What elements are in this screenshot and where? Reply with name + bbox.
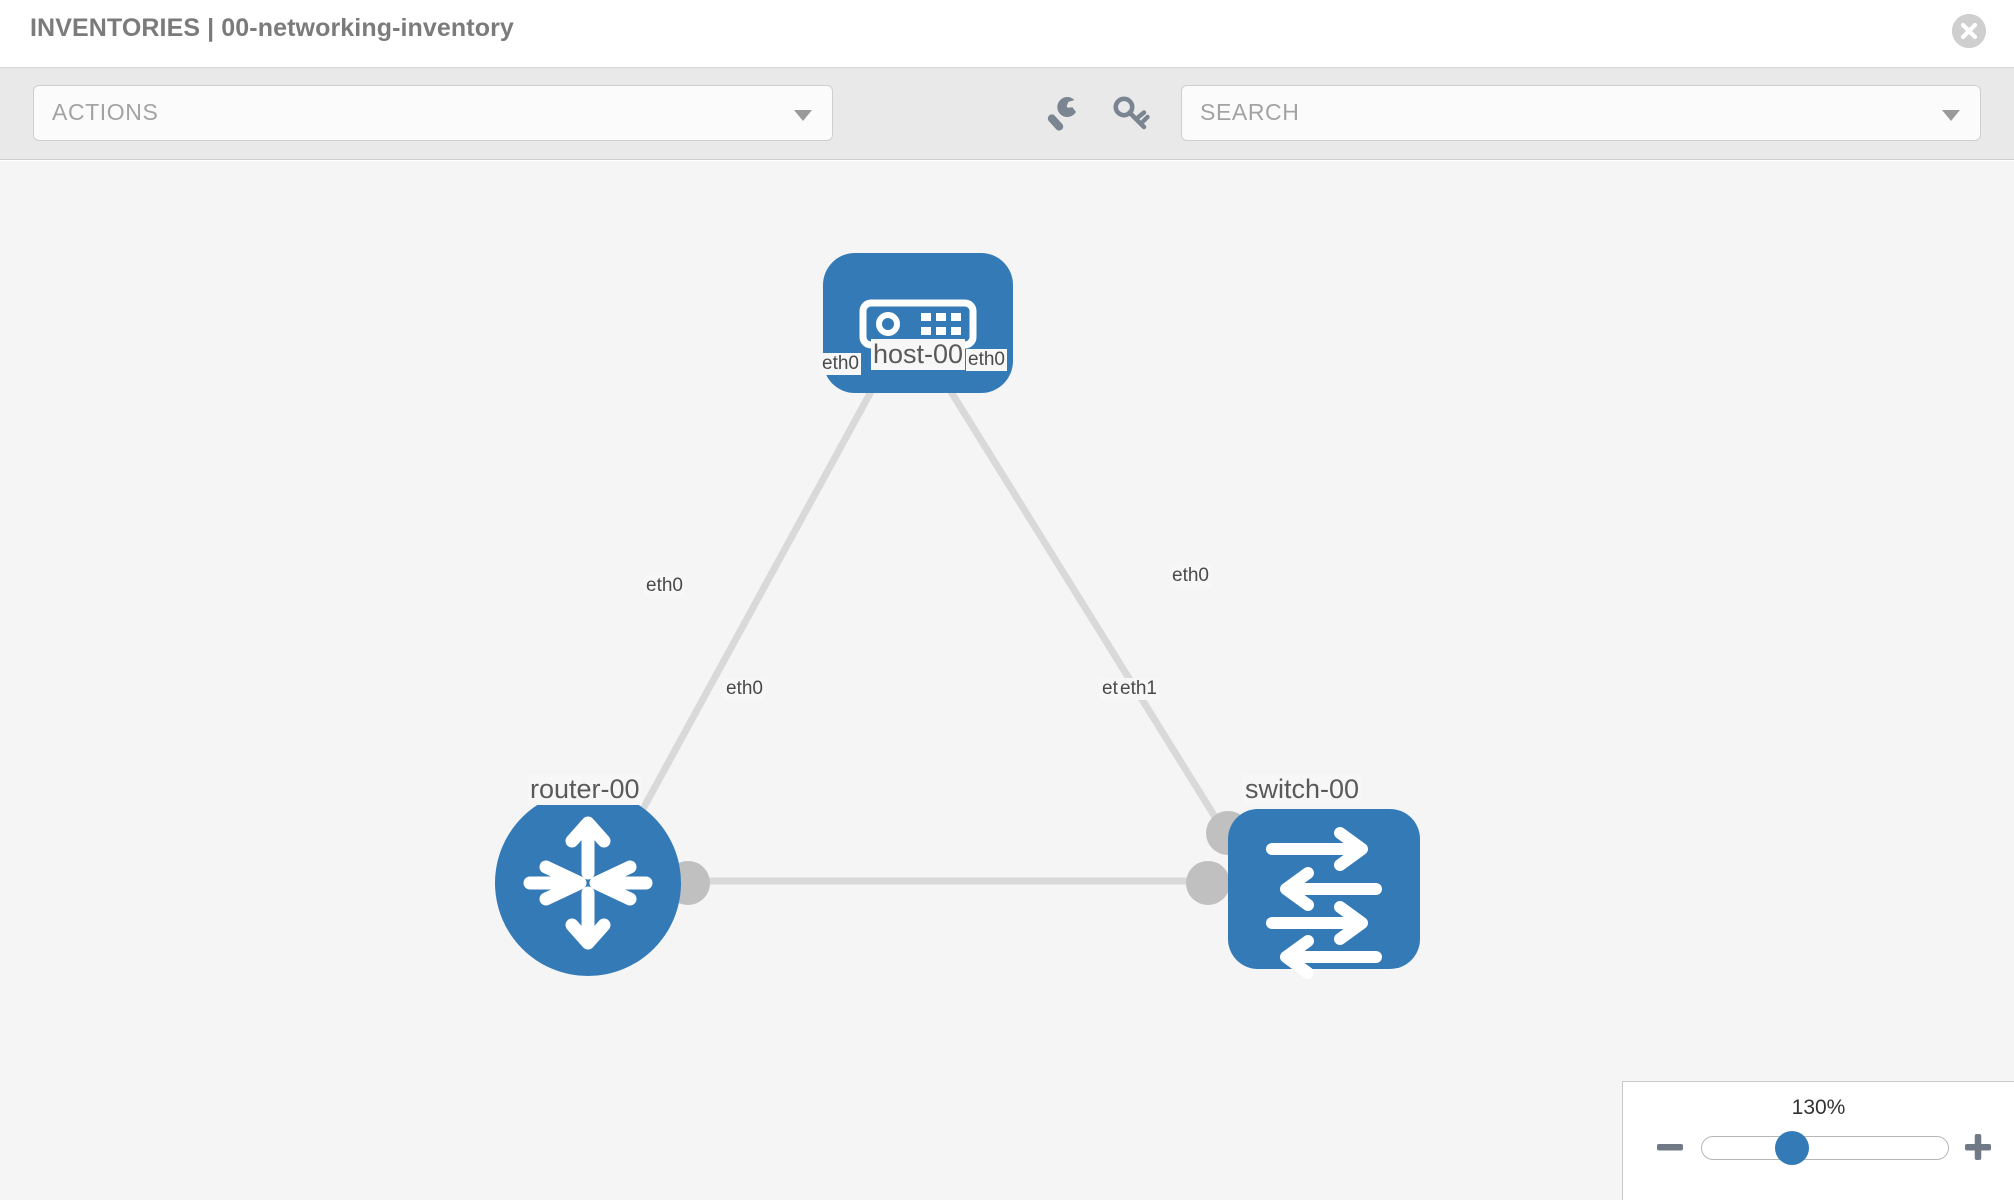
page-title: INVENTORIES | 00-networking-inventory xyxy=(30,14,514,42)
zoom-control-panel: 130% xyxy=(1622,1081,2014,1200)
node-switch-00 xyxy=(1228,809,1420,979)
chevron-down-icon xyxy=(1942,110,1960,121)
iface-label: eth0 xyxy=(966,349,1007,371)
node-router-00 xyxy=(495,790,681,976)
actions-dropdown[interactable]: ACTIONS xyxy=(33,85,833,141)
search-placeholder: SEARCH xyxy=(1200,99,1300,125)
close-icon[interactable] xyxy=(1952,14,1986,48)
node-label-host-00: host-00 xyxy=(871,339,966,370)
edge-host-switch xyxy=(932,364,1228,835)
edge-host-router xyxy=(616,364,889,853)
node-host-00 xyxy=(823,253,1013,393)
iface-label: eth1 xyxy=(1118,678,1159,700)
plus-icon[interactable] xyxy=(1961,1130,1995,1164)
iface-label: eth0 xyxy=(820,353,861,375)
iface-label: eth0 xyxy=(724,678,765,700)
minus-icon[interactable] xyxy=(1653,1130,1687,1164)
key-icon[interactable] xyxy=(1108,90,1154,136)
connector-nub xyxy=(1186,861,1230,905)
node-label-switch-00: switch-00 xyxy=(1243,774,1362,805)
search-input[interactable]: SEARCH xyxy=(1181,85,1981,141)
zoom-slider-thumb[interactable] xyxy=(1775,1131,1809,1165)
topology-edges xyxy=(616,364,1230,885)
actions-dropdown-label: ACTIONS xyxy=(52,99,159,125)
chevron-down-icon xyxy=(794,110,812,121)
node-label-router-00: router-00 xyxy=(528,774,642,805)
zoom-percent-label: 130% xyxy=(1791,1096,1846,1119)
iface-label: eth0 xyxy=(1170,565,1211,587)
zoom-slider[interactable] xyxy=(1701,1136,1949,1160)
iface-label: eth0 xyxy=(644,575,685,597)
wrench-icon[interactable] xyxy=(1040,90,1086,136)
page-header: INVENTORIES | 00-networking-inventory xyxy=(0,0,2014,68)
topology-canvas[interactable]: eth0 eth0 eth0 eth0 eth0 eth0 eth1 host-… xyxy=(0,161,2014,1200)
